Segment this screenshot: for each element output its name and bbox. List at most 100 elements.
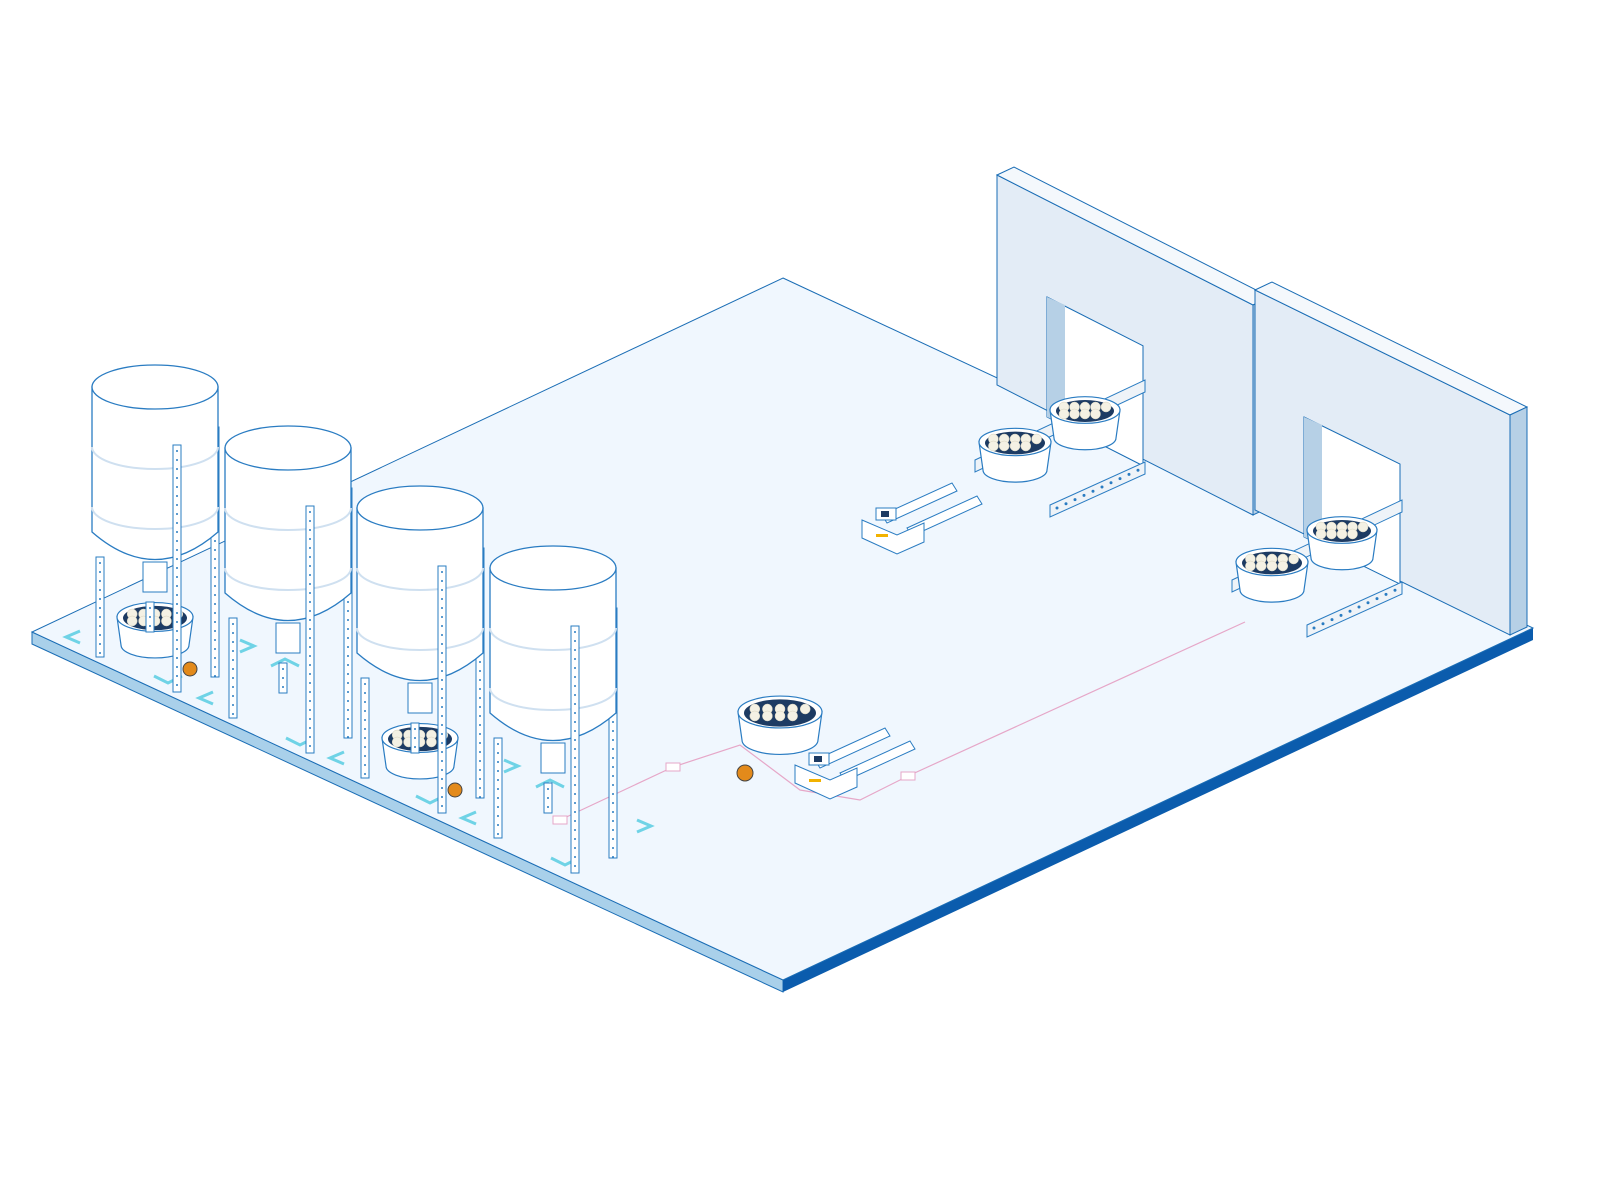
wall-side: [1509, 406, 1528, 636]
floor-direction-marker: [270, 657, 300, 668]
leg-hole: [176, 666, 178, 668]
leg-hole: [99, 616, 101, 618]
leg-hole: [612, 730, 614, 732]
leg-hole: [149, 616, 151, 618]
leg-hole: [176, 495, 178, 497]
leg-hole: [441, 670, 443, 672]
leg-hole: [547, 806, 549, 808]
conveyor-rail-front: [1306, 581, 1403, 638]
leg-hole: [479, 769, 481, 771]
leg-hole: [574, 676, 576, 678]
leg-hole: [214, 648, 216, 650]
silo: [489, 545, 618, 874]
leg-hole: [364, 692, 366, 694]
leg-hole: [176, 459, 178, 461]
leg-hole: [176, 684, 178, 686]
conveyor: [974, 379, 1146, 518]
leg-hole: [214, 630, 216, 632]
product-piece: [391, 736, 403, 748]
leg-hole: [99, 634, 101, 636]
agv-body: [861, 519, 925, 555]
leg-hole: [176, 513, 178, 515]
leg-hole: [574, 847, 576, 849]
leg-hole: [309, 583, 311, 585]
leg-hole: [479, 670, 481, 672]
leg-hole: [479, 760, 481, 762]
rail-bolt: [1091, 489, 1095, 493]
wheel-icon: [182, 661, 198, 677]
leg-hole: [149, 625, 151, 627]
leg-hole: [176, 648, 178, 650]
leg-hole: [309, 556, 311, 558]
leg-hole: [214, 585, 216, 587]
leg-hole: [176, 675, 178, 677]
rail-bolt: [1375, 597, 1379, 601]
leg-hole: [479, 796, 481, 798]
leg-hole: [232, 650, 234, 652]
product-piece: [1245, 560, 1256, 572]
leg-hole: [574, 703, 576, 705]
leg-hole: [309, 745, 311, 747]
leg-hole: [232, 686, 234, 688]
leg-hole: [479, 706, 481, 708]
leg-hole: [309, 691, 311, 693]
silo: [224, 425, 353, 754]
wheel-icon: [736, 764, 754, 782]
product-piece: [1336, 528, 1348, 540]
leg-hole: [99, 589, 101, 591]
leg-hole: [574, 820, 576, 822]
leg-hole: [497, 761, 499, 763]
leg-hole: [612, 838, 614, 840]
leg-hole: [347, 619, 349, 621]
product-piece: [1347, 528, 1358, 540]
leg-hole: [309, 529, 311, 531]
leg-hole: [99, 652, 101, 654]
leg-hole: [612, 847, 614, 849]
leg-hole: [497, 743, 499, 745]
leg-hole: [574, 712, 576, 714]
leg-hole: [214, 603, 216, 605]
silo-body: [91, 386, 219, 560]
leg-hole: [441, 643, 443, 645]
product-piece: [762, 710, 773, 722]
leg-hole: [99, 625, 101, 627]
leg-hole: [176, 486, 178, 488]
leg-hole: [309, 610, 311, 612]
leg-hole: [441, 661, 443, 663]
leg-hole: [441, 715, 443, 717]
leg-hole: [574, 739, 576, 741]
leg-hole: [364, 737, 366, 739]
leg-hole: [479, 724, 481, 726]
rail-bolt: [1393, 588, 1397, 592]
silo: [356, 485, 485, 814]
product-piece: [1100, 401, 1112, 413]
rail-bolt: [1127, 472, 1131, 476]
leg-hole: [99, 643, 101, 645]
route-waypoint: [900, 771, 916, 781]
leg-hole: [232, 713, 234, 715]
doorway-jamb: [1047, 297, 1065, 425]
silo-body: [489, 567, 617, 741]
floor-direction-marker: [239, 638, 258, 654]
leg-hole: [547, 797, 549, 799]
agv-warning-strip: [876, 534, 888, 537]
leg-hole: [232, 641, 234, 643]
route-waypoint: [665, 762, 681, 772]
leg-hole: [497, 779, 499, 781]
product-piece: [1326, 528, 1337, 540]
leg-hole: [214, 621, 216, 623]
leg-hole: [99, 580, 101, 582]
floor-direction-marker: [458, 810, 477, 826]
leg-hole: [497, 824, 499, 826]
rail-bolt: [1073, 498, 1077, 502]
leg-hole: [309, 592, 311, 594]
leg-hole: [347, 709, 349, 711]
product-piece: [1277, 560, 1289, 572]
silo-body: [224, 447, 352, 621]
rail-bolt: [1366, 601, 1370, 605]
leg-hole: [497, 833, 499, 835]
silo-band: [91, 446, 219, 470]
leg-hole: [441, 787, 443, 789]
leg-hole: [347, 691, 349, 693]
product-piece: [126, 615, 138, 627]
